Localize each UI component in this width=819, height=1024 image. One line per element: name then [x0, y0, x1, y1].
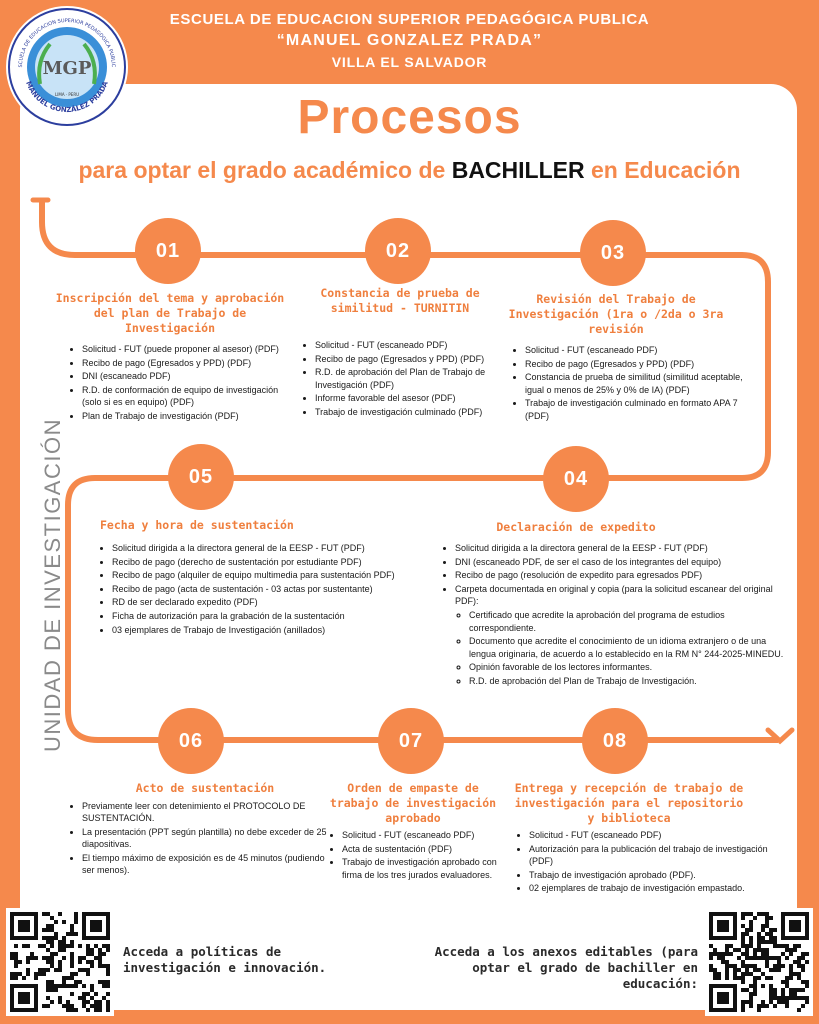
header-school-name: ESCUELA DE EDUCACION SUPERIOR PEDAGÓGICA…	[169, 11, 650, 28]
page-subtitle: para optar el grado académico de BACHILL…	[0, 157, 819, 184]
side-label: UNIDAD DE INVESTIGACIÓN	[40, 418, 65, 752]
step-requirements-07: Solicitud - FUT (escaneado PDF) Acta de …	[328, 829, 508, 882]
list-item: Recibo de pago (Egresados y PPD) (PDF)	[525, 358, 759, 370]
step-requirements-02: Solicitud - FUT (escaneado PDF) Recibo d…	[301, 339, 511, 419]
step-title-03: Revisión del Trabajo de Investigación (1…	[508, 292, 724, 336]
qr-caption-right: Acceda a los anexos editables (para opta…	[434, 944, 698, 991]
qr-caption-left: Acceda a políticas de investigación e in…	[123, 944, 327, 975]
list-item-text: Carpeta documentada en original y copia …	[455, 583, 773, 607]
step-badge-02: 02	[365, 218, 431, 284]
subtitle-suffix: en Educación	[590, 157, 741, 183]
step-requirements-04: Solicitud dirigida a la directora genera…	[441, 542, 791, 688]
step-title-04: Declaración de expedito	[496, 520, 656, 534]
institution-seal-icon: MGP LIMA · PERU ESCUELA DE EDUCACION SUP…	[6, 6, 128, 128]
list-item: Solicitud - FUT (escaneado PDF)	[315, 339, 511, 351]
step-title-01: Inscripción del tema y aprobación del pl…	[55, 291, 285, 335]
step-badge-08: 08	[582, 708, 648, 774]
list-item: Recibo de pago (derecho de sustentación …	[112, 556, 438, 568]
list-item: Carpeta documentada en original y copia …	[455, 583, 791, 687]
svg-text:MGP: MGP	[43, 58, 92, 79]
list-item: Solicitud dirigida a la directora genera…	[112, 542, 438, 554]
step-badge-03: 03	[580, 220, 646, 286]
step-title-07: Orden de empaste de trabajo de investiga…	[329, 781, 497, 825]
list-item: Trabajo de investigación culminado (PDF)	[315, 406, 511, 418]
step-requirements-06: Previamente leer con detenimiento el PRO…	[68, 800, 328, 878]
list-item: Solicitud - FUT (escaneado PDF)	[529, 829, 783, 841]
qr-code-icon[interactable]	[6, 908, 114, 1016]
list-item: DNI (escaneado PDF)	[82, 370, 290, 382]
list-item: Trabajo de investigación aprobado con fi…	[342, 856, 508, 881]
list-item: Autorización para la publicación del tra…	[529, 843, 783, 868]
step-badge-01: 01	[135, 218, 201, 284]
list-item: R.D. de conformación de equipo de invest…	[82, 384, 290, 409]
list-item: Acta de sustentación (PDF)	[342, 843, 508, 855]
list-item: Solicitud - FUT (escaneado PDF)	[342, 829, 508, 841]
step-requirements-01: Solicitud - FUT (puede proponer al aseso…	[68, 343, 290, 423]
sub-list-item: Opinión favorable de los lectores inform…	[469, 661, 791, 673]
list-item: Constancia de prueba de similitud (simil…	[525, 371, 759, 396]
header-district: VILLA EL SALVADOR	[331, 54, 488, 70]
qr-code-icon[interactable]	[705, 908, 813, 1016]
sub-list: Certificado que acredite la aprobación d…	[455, 609, 791, 687]
svg-text:LIMA · PERU: LIMA · PERU	[55, 92, 79, 97]
list-item: 03 ejemplares de Trabajo de Investigació…	[112, 624, 438, 636]
list-item: La presentación (PPT según plantilla) no…	[82, 826, 328, 851]
list-item: Solicitud - FUT (puede proponer al aseso…	[82, 343, 290, 355]
list-item: Solicitud dirigida a la directora genera…	[455, 542, 791, 554]
step-badge-05: 05	[168, 444, 234, 510]
list-item: Recibo de pago (Egresados y PPD) (PDF)	[82, 357, 290, 369]
subtitle-highlight: BACHILLER	[451, 157, 585, 183]
list-item: DNI (escaneado PDF, de ser el caso de lo…	[455, 556, 791, 568]
step-requirements-03: Solicitud - FUT (escaneado PDF) Recibo d…	[511, 344, 759, 423]
step-badge-06: 06	[158, 708, 224, 774]
sub-list-item: R.D. de aprobación del Plan de Trabajo d…	[469, 675, 791, 687]
list-item: Recibo de pago (acta de sustentación - 0…	[112, 583, 438, 595]
list-item: Recibo de pago (alquiler de equipo multi…	[112, 569, 438, 581]
list-item: El tiempo máximo de exposición es de 45 …	[82, 852, 328, 877]
list-item: Informe favorable del asesor (PDF)	[315, 392, 511, 404]
step-badge-04: 04	[543, 446, 609, 512]
step-title-05: Fecha y hora de sustentación	[100, 518, 294, 532]
list-item: 02 ejemplares de trabajo de investigació…	[529, 882, 783, 894]
sub-list-item: Documento que acredite el conocimiento d…	[469, 635, 791, 660]
list-item: Previamente leer con detenimiento el PRO…	[82, 800, 328, 825]
step-requirements-08: Solicitud - FUT (escaneado PDF) Autoriza…	[515, 829, 783, 896]
list-item: Trabajo de investigación culminado en fo…	[525, 397, 759, 422]
subtitle-prefix: para optar el grado académico de	[78, 157, 446, 183]
step-title-08: Entrega y recepción de trabajo de invest…	[514, 781, 744, 825]
step-title-02: Constancia de prueba de similitud - TURN…	[320, 286, 480, 315]
list-item: Recibo de pago (Egresados y PPD) (PDF)	[315, 353, 511, 365]
step-title-06: Acto de sustentación	[135, 781, 275, 795]
list-item: RD de ser declarado expedito (PDF)	[112, 596, 438, 608]
list-item: Ficha de autorización para la grabación …	[112, 610, 438, 622]
list-item: Trabajo de investigación aprobado (PDF).	[529, 869, 783, 881]
step-requirements-05: Solicitud dirigida a la directora genera…	[98, 542, 438, 637]
header-school-title: “MANUEL GONZALEZ PRADA”	[276, 32, 543, 49]
list-item: Recibo de pago (resolución de expedito p…	[455, 569, 791, 581]
page-title: Procesos	[297, 91, 522, 144]
sub-list-item: Certificado que acredite la aprobación d…	[469, 609, 791, 634]
step-badge-07: 07	[378, 708, 444, 774]
list-item: Plan de Trabajo de investigación (PDF)	[82, 410, 290, 422]
list-item: R.D. de aprobación del Plan de Trabajo d…	[315, 366, 511, 391]
list-item: Solicitud - FUT (escaneado PDF)	[525, 344, 759, 356]
